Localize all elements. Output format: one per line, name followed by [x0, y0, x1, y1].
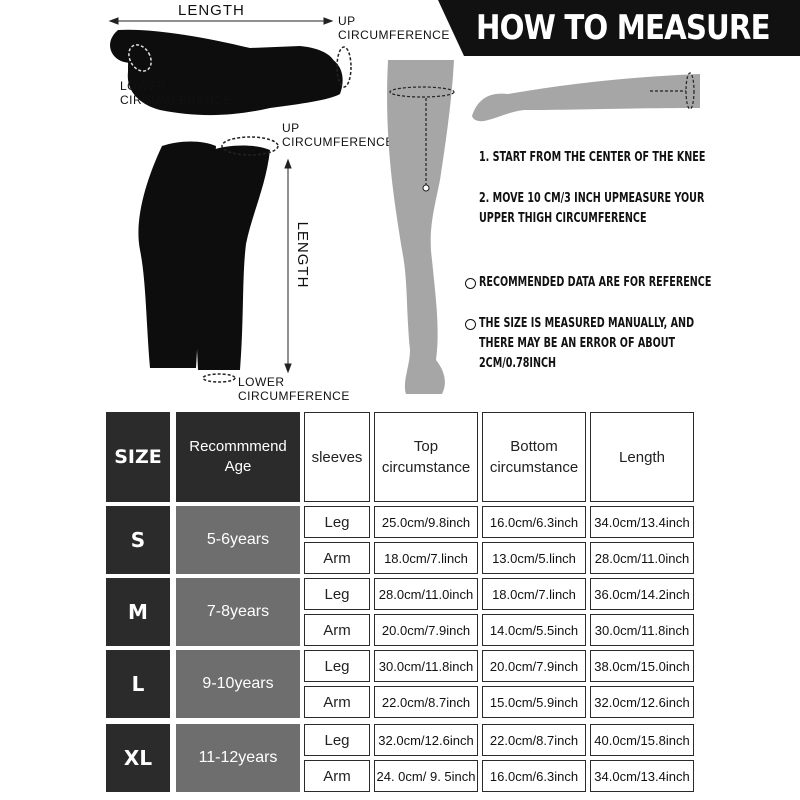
- arm-lower-circ-label-1: LOWER: [120, 79, 167, 93]
- note-2-line-1: THE SIZE IS MEASURED MANUALLY, AND: [479, 316, 695, 331]
- bottom-cell-s-leg: 16.0cm/6.3inch: [482, 506, 586, 538]
- leg-sleeves-image: [138, 141, 270, 370]
- top-cell-s-leg: 25.0cm/9.8inch: [374, 506, 478, 538]
- length-cell-m-leg: 36.0cm/14.2inch: [590, 578, 694, 610]
- top-cell-l-leg: 30.0cm/11.8inch: [374, 650, 478, 682]
- bottom-cell-m-arm: 14.0cm/5.5inch: [482, 614, 586, 646]
- sleeve-cell-l-leg: Leg: [304, 650, 370, 682]
- size-cell-l: L: [106, 650, 170, 718]
- leg-lower-circ-label-2: CIRCUMFERENCE: [238, 389, 350, 403]
- age-cell-s: 5-6years: [176, 506, 300, 574]
- step-1-text: 1. START FROM THE CENTER OF THE KNEE: [479, 150, 706, 165]
- header-size-text: SIZE: [114, 446, 162, 468]
- arm-length-arrow: [108, 17, 334, 25]
- header-bottom: Bottom circumstance: [482, 412, 586, 502]
- arm-lower-circ-label-2: CIRCUMFERENCE: [120, 93, 232, 107]
- length-cell-m-arm: 30.0cm/11.8inch: [590, 614, 694, 646]
- top-cell-s-arm: 18.0cm/7.linch: [374, 542, 478, 574]
- leg-lower-circ-label-1: LOWER: [238, 375, 285, 389]
- sleeve-cell-s-leg: Leg: [304, 506, 370, 538]
- sleeve-cell-xl-arm: Arm: [304, 760, 370, 792]
- leg-up-circ-label-2: CIRCUMFERENCE: [282, 135, 394, 149]
- age-cell-m: 7-8years: [176, 578, 300, 646]
- note-1-text: RECOMMENDED DATA ARE FOR REFERENCE: [479, 275, 712, 290]
- bottom-cell-l-arm: 15.0cm/5.9inch: [482, 686, 586, 718]
- sleeve-cell-m-leg: Leg: [304, 578, 370, 610]
- banner-title: HOW TO MEASURE: [476, 8, 771, 48]
- header-bottom-line-2: circumstance: [489, 459, 579, 476]
- age-cell-l: 9-10years: [176, 650, 300, 718]
- leg-length-label: LENGTH: [294, 221, 311, 289]
- arm-up-circ-marker: [336, 46, 352, 88]
- bottom-cell-xl-arm: 16.0cm/6.3inch: [482, 760, 586, 792]
- header-length-text: Length: [619, 448, 665, 466]
- leg-up-circ-marker: [221, 136, 279, 156]
- note-2-line-3: 2CM/0.78INCH: [479, 356, 557, 371]
- arm-up-circ-label-1: UP: [338, 14, 356, 28]
- bottom-cell-s-arm: 13.0cm/5.linch: [482, 542, 586, 574]
- sleeve-cell-xl-leg: Leg: [304, 724, 370, 756]
- length-cell-l-arm: 32.0cm/12.6inch: [590, 686, 694, 718]
- length-cell-xl-arm: 34.0cm/13.4inch: [590, 760, 694, 792]
- arm-diagram: [472, 72, 700, 122]
- bottom-cell-l-leg: 20.0cm/7.9inch: [482, 650, 586, 682]
- note-2-line-2: THERE MAY BE AN ERROR OF ABOUT: [479, 336, 676, 351]
- sleeve-cell-s-arm: Arm: [304, 542, 370, 574]
- sleeve-cell-m-arm: Arm: [304, 614, 370, 646]
- sleeve-cell-l-arm: Arm: [304, 686, 370, 718]
- top-cell-xl-leg: 32.0cm/12.6inch: [374, 724, 478, 756]
- size-cell-s: S: [106, 506, 170, 574]
- bottom-cell-m-leg: 18.0cm/7.linch: [482, 578, 586, 610]
- size-cell-xl: XL: [106, 724, 170, 792]
- arm-sleeves-image: [110, 29, 343, 116]
- header-age-line-1: Recommmend: [189, 438, 287, 455]
- length-cell-l-leg: 38.0cm/15.0inch: [590, 650, 694, 682]
- how-to-measure-banner: [438, 0, 800, 56]
- note-2-bullet-icon: [465, 319, 476, 330]
- leg-length-arrow: [284, 158, 292, 374]
- header-length: Length: [590, 412, 694, 502]
- header-top-line-2: circumstance: [381, 459, 471, 476]
- header-bottom-line-1: Bottom: [510, 438, 558, 455]
- top-cell-xl-arm: 24. 0cm/ 9. 5inch: [374, 760, 478, 792]
- length-cell-s-leg: 34.0cm/13.4inch: [590, 506, 694, 538]
- arm-length-label: LENGTH: [178, 2, 245, 19]
- bottom-cell-xl-leg: 22.0cm/8.7inch: [482, 724, 586, 756]
- top-cell-m-leg: 28.0cm/11.0inch: [374, 578, 478, 610]
- header-top-line-1: Top: [413, 438, 439, 455]
- header-top: Top circumstance: [374, 412, 478, 502]
- leg-lower-circ-marker: [202, 373, 236, 383]
- arm-lower-circ-marker: [128, 44, 152, 72]
- step-2-line-2: UPPER THIGH CIRCUMFERENCE: [479, 211, 647, 226]
- header-size: SIZE: [106, 412, 170, 502]
- note-1-bullet-icon: [465, 278, 476, 289]
- length-cell-xl-leg: 40.0cm/15.8inch: [590, 724, 694, 756]
- length-cell-s-arm: 28.0cm/11.0inch: [590, 542, 694, 574]
- sleeve-illustrations: [108, 17, 352, 383]
- leg-up-circ-label-1: UP: [282, 121, 300, 135]
- header-age: Recommmend Age: [176, 412, 300, 502]
- top-cell-m-arm: 20.0cm/7.9inch: [374, 614, 478, 646]
- header-sleeves-text: sleeves: [311, 448, 363, 466]
- top-cell-l-arm: 22.0cm/8.7inch: [374, 686, 478, 718]
- arm-up-circ-label-2: CIRCUMFERENCE: [338, 28, 450, 42]
- size-cell-m: M: [106, 578, 170, 646]
- age-cell-xl: 11-12years: [176, 724, 300, 792]
- step-2-line-1: 2. MOVE 10 CM/3 INCH UPMEASURE YOUR: [479, 191, 705, 206]
- header-age-line-2: Age: [224, 458, 252, 475]
- leg-diagram: [387, 60, 455, 394]
- header-sleeves: sleeves: [304, 412, 370, 502]
